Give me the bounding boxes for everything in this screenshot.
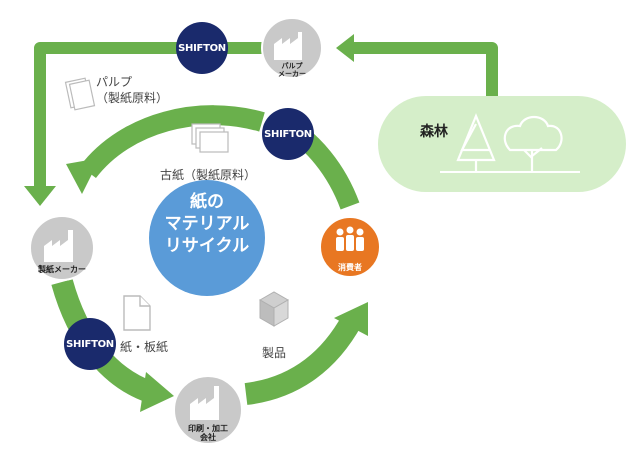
factory-icon [190, 386, 219, 420]
shifton-badge: SHIFTON [176, 22, 228, 74]
paper-maker-label: 製紙メーカー [38, 265, 86, 274]
center-title-line2: マテリアル [164, 214, 250, 234]
used-paper-label: 古紙（製紙原料） [160, 168, 257, 182]
pulp-maker-label: パルプ メーカー [278, 62, 306, 78]
people-icon [336, 226, 364, 251]
center-title-line3: リサイクル [164, 236, 250, 256]
products-label: 製品 [262, 346, 287, 360]
center-circle [149, 180, 265, 296]
factory-icon [274, 32, 302, 60]
paper-board-label: 紙・板紙 [120, 340, 169, 354]
arrow-printing-to-consumer [244, 314, 362, 405]
pulp-sheets-icon [64, 77, 96, 111]
printing-company-label: 印刷・加工 会社 [188, 424, 228, 442]
arrowhead-used-paper [66, 158, 100, 194]
conifer-tree-icon [456, 113, 496, 172]
factory-icon [44, 230, 73, 262]
arrow-used-paper-to-paper-maker [80, 105, 265, 179]
arrowhead-pulp-maker [336, 34, 354, 62]
product-box-icon [258, 291, 290, 327]
arrowhead-printing [140, 372, 174, 412]
shifton-badge: SHIFTON [262, 108, 314, 160]
broadleaf-tree-icon [503, 115, 563, 172]
arrow-forest-to-pulp-maker [344, 42, 498, 96]
shifton-badge: SHIFTON [64, 318, 116, 370]
paper-sheet-icon [123, 295, 151, 331]
arrowhead-paper-maker [24, 186, 56, 206]
forest-label: 森林 [420, 124, 448, 140]
forest-background [378, 96, 626, 192]
pulp-label: パルプ （製紙原料） [96, 75, 169, 105]
used-paper-stack-icon [191, 123, 229, 153]
consumer-label: 消費者 [338, 263, 362, 272]
arrowhead-consumer [334, 302, 368, 336]
center-title-line1: 紙の [190, 192, 224, 212]
center-title: 紙の マテリアル リサイクル [151, 191, 263, 257]
